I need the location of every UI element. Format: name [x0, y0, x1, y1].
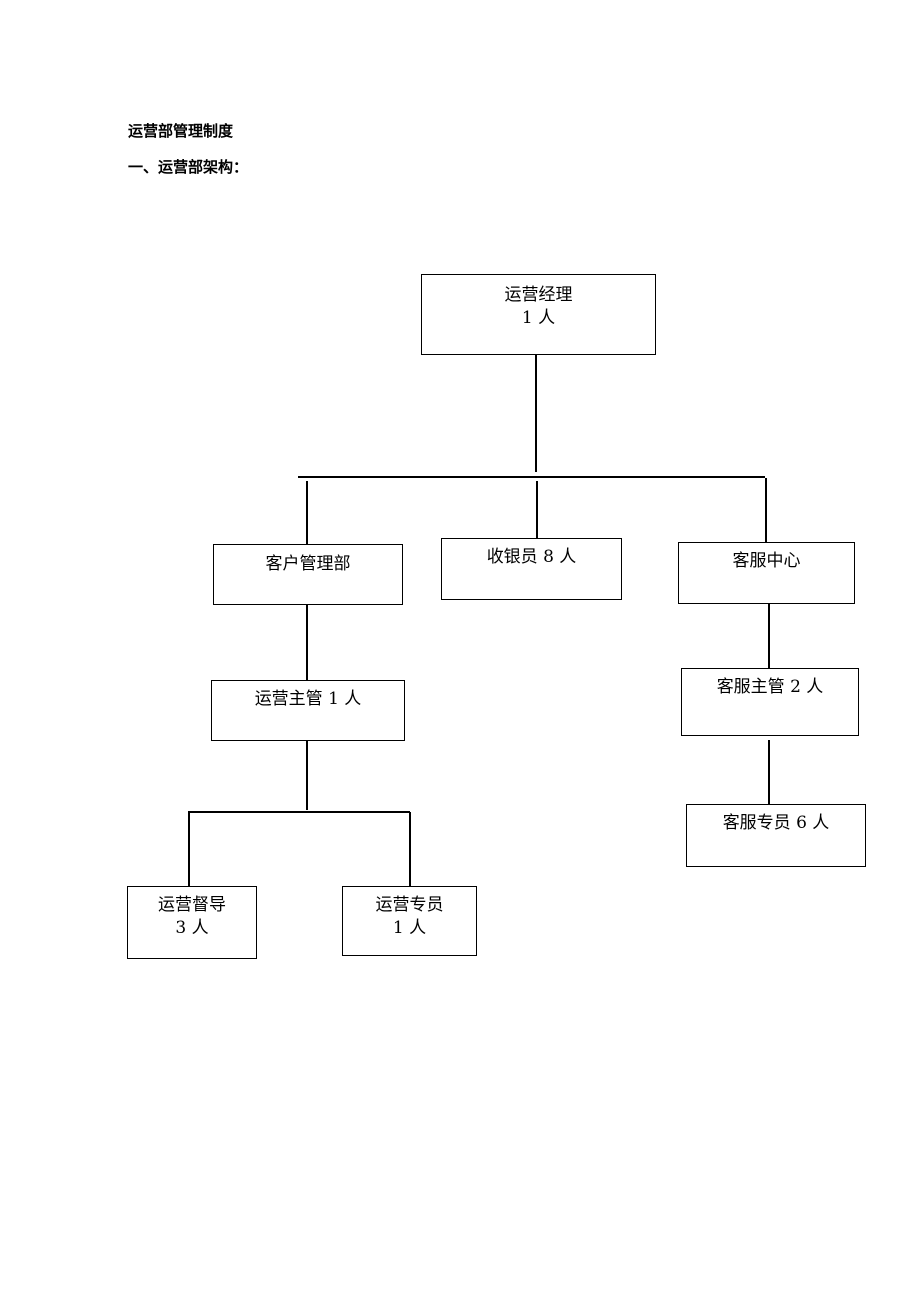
- document-title: 运营部管理制度: [128, 122, 234, 140]
- connector-to-customer-mgmt: [306, 481, 308, 544]
- connector-service-center-to-supervisor: [768, 604, 770, 668]
- ops-manager-box: 运营经理 1 人: [421, 274, 656, 355]
- service-supervisor-name: 客服主管 2 人: [716, 677, 824, 697]
- customer-mgmt-dept-box: 客户管理部: [213, 544, 403, 605]
- section-heading: 一、运营部架构：: [128, 158, 249, 176]
- connector-to-cashier: [536, 481, 538, 538]
- connector-bottom-bus: [188, 811, 410, 813]
- connector-to-inspector: [188, 812, 190, 886]
- service-center-name: 客服中心: [732, 551, 801, 571]
- connector-to-service-center: [765, 478, 767, 542]
- cashier-name: 收银员 8 人: [486, 547, 577, 567]
- customer-mgmt-dept-name: 客户管理部: [265, 554, 351, 574]
- ops-manager-name: 运营经理: [504, 285, 573, 305]
- ops-inspector-name: 运营督导: [158, 895, 226, 915]
- service-center-box: 客服中心: [678, 542, 855, 604]
- ops-manager-count: 1 人: [521, 308, 556, 328]
- ops-inspector-count: 3 人: [175, 918, 209, 938]
- ops-supervisor-box: 运营主管 1 人: [211, 680, 405, 741]
- ops-specialist-name: 运营专员: [375, 895, 444, 915]
- service-supervisor-box: 客服主管 2 人: [681, 668, 859, 736]
- ops-specialist-box: 运营专员 1 人: [342, 886, 477, 956]
- service-specialist-name: 客服专员 6 人: [722, 813, 830, 833]
- connector-customer-mgmt-to-supervisor: [306, 605, 308, 680]
- connector-service-supervisor-to-specialist: [768, 740, 770, 804]
- connector-top-bus: [298, 476, 765, 478]
- cashier-box: 收银员 8 人: [441, 538, 622, 600]
- connector-supervisor-down: [306, 741, 308, 810]
- ops-inspector-box: 运营督导 3 人: [127, 886, 257, 959]
- service-specialist-box: 客服专员 6 人: [686, 804, 866, 867]
- connector-to-specialist: [409, 812, 411, 886]
- ops-specialist-count: 1 人: [392, 918, 427, 938]
- connector-manager-down: [535, 354, 537, 472]
- ops-supervisor-name: 运营主管 1 人: [254, 689, 362, 709]
